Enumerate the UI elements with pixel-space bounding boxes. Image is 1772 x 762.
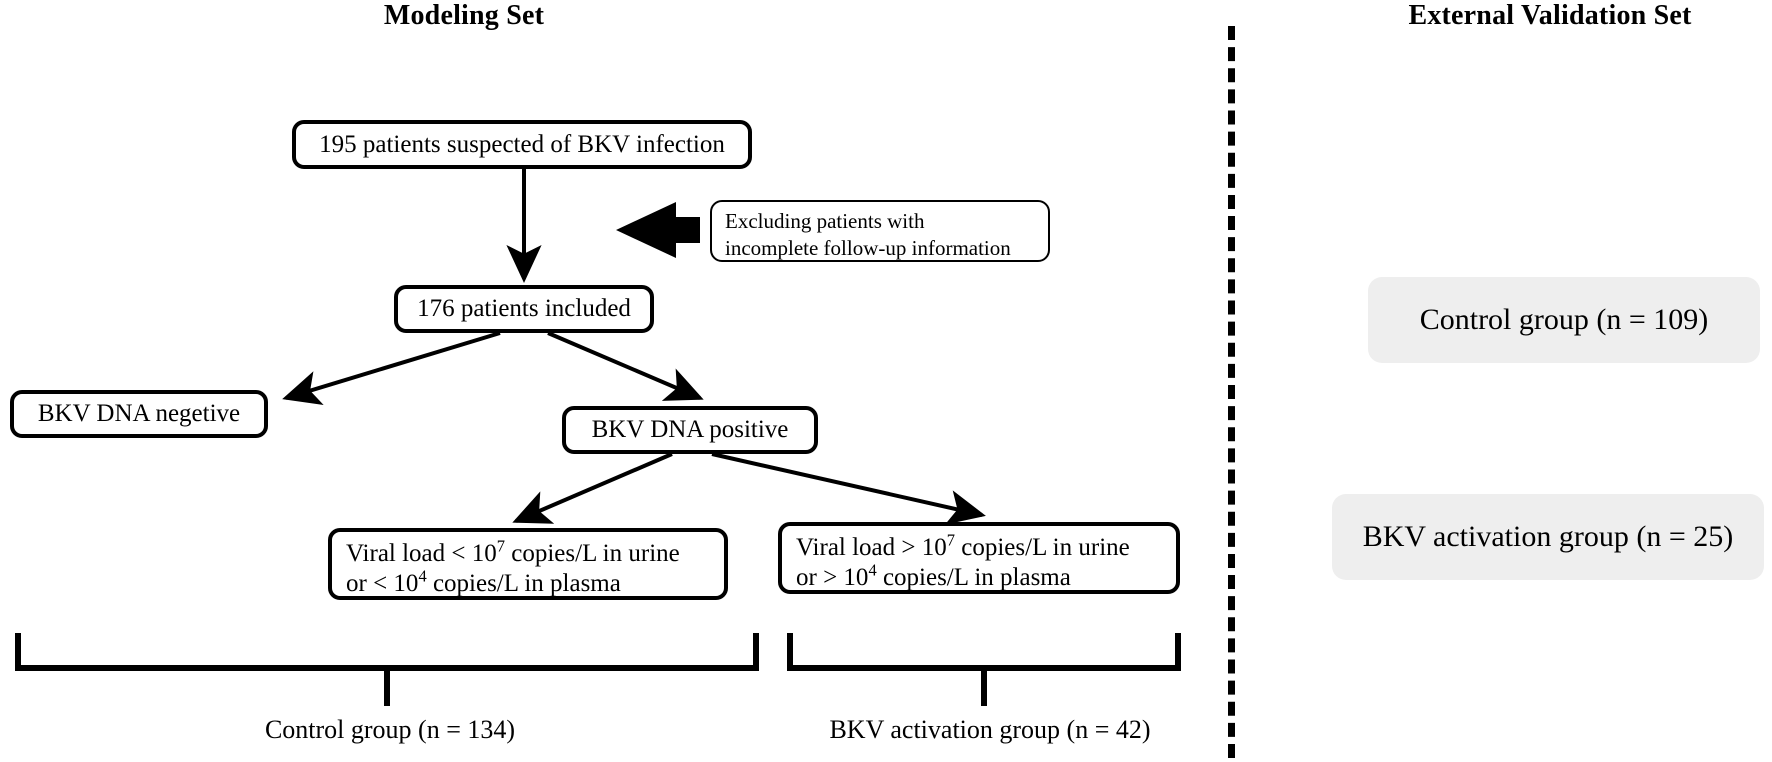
node-viral-load-low-l1a: Viral load < 10 [346,540,497,567]
validation-box-bkv-activation-group-label: BKV activation group (n = 25) [1362,520,1734,553]
node-176-patients-included: 176 patients included [394,285,654,333]
node-viral-load-low-sup1: 7 [496,536,506,556]
brace-caption-control-group: Control group (n = 134) [264,715,516,744]
node-bkv-dna-positive-label: BKV DNA positive [591,416,789,444]
exclusion-note-line-2: incomplete follow-up information [725,236,1011,261]
panel-divider [1228,26,1235,758]
node-viral-load-high-sup1: 7 [946,530,956,550]
node-176-patients-included-label: 176 patients included [417,295,631,323]
exclusion-block-arrow-icon [616,202,700,258]
node-viral-load-low-sup2: 4 [418,566,427,586]
node-viral-load-low: Viral load < 107 copies/L in urine or < … [328,528,728,600]
connector-positive-high [711,452,986,525]
brace-control-group [15,633,759,671]
connector-n2-positive [547,331,704,401]
connector-positive-low [512,452,673,524]
exclusion-note-line-1: Excluding patients with [725,209,925,233]
brace-bkv-activation-group [787,633,1181,671]
node-viral-load-low-l1b: copies/L in urine [505,540,680,567]
validation-box-bkv-activation-group: BKV activation group (n = 25) [1332,494,1764,580]
node-bkv-dna-negative-label: BKV DNA negetive [37,400,241,428]
panel-title-modeling-set: Modeling Set [383,0,545,31]
node-195-patients-suspected: 195 patients suspected of BKV infection [292,120,752,169]
node-bkv-dna-positive: BKV DNA positive [562,406,818,454]
node-viral-load-high-sup2: 4 [868,560,877,580]
node-viral-load-high-l2b: copies/L in plasma [876,563,1071,591]
exclusion-note-box: Excluding patients with incomplete follo… [710,200,1050,262]
brace-caption-bkv-activation-group: BKV activation group (n = 42) [829,715,1151,744]
connector-n2-negative [282,331,501,405]
node-195-patients-suspected-label: 195 patients suspected of BKV infection [319,130,725,158]
node-viral-load-low-line-1: Viral load < 107 copies/L in urine [346,536,710,569]
node-viral-load-high-line-1: Viral load > 107 copies/L in urine [796,530,1162,563]
validation-box-control-group-label: Control group (n = 109) [1419,303,1709,336]
node-viral-load-high-l2a: or > 10 [796,563,869,591]
node-viral-load-high-line-2: or > 104 copies/L in plasma [796,560,1162,593]
panel-title-external-validation-set: External Validation Set [1408,0,1692,31]
node-viral-load-high-l1a: Viral load > 10 [796,534,947,561]
node-viral-load-low-l2a: or < 10 [346,569,419,597]
node-viral-load-low-l2b: copies/L in plasma [426,569,621,597]
node-bkv-dna-negative: BKV DNA negetive [10,390,268,438]
node-viral-load-high: Viral load > 107 copies/L in urine or > … [778,522,1180,594]
validation-box-control-group: Control group (n = 109) [1368,277,1760,363]
node-viral-load-low-line-2: or < 104 copies/L in plasma [346,566,710,599]
node-viral-load-high-l1b: copies/L in urine [955,534,1130,561]
